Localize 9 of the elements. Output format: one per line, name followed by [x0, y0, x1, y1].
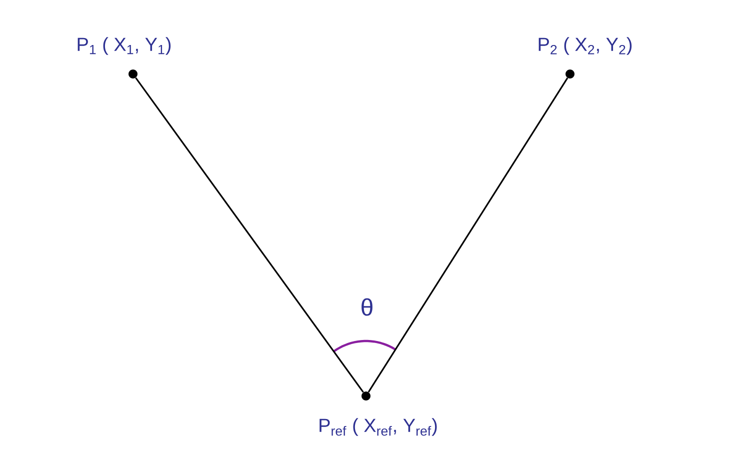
point-dot: [362, 392, 370, 400]
line: [135, 77, 364, 393]
point-dot: [128, 70, 138, 78]
angle-label: θ: [362, 298, 372, 316]
line: [368, 78, 568, 392]
point-label: P$_{2}$ ( X$_{2}$, Y$_{2}$): [538, 37, 632, 55]
point-label: P$_{ref}$ ( X$_{ref}$, Y$_{ref}$): [320, 418, 437, 436]
point-label: P$_{1}$ ( X$_{1}$, Y$_{1}$): [78, 37, 171, 55]
point-dot: [566, 70, 574, 78]
